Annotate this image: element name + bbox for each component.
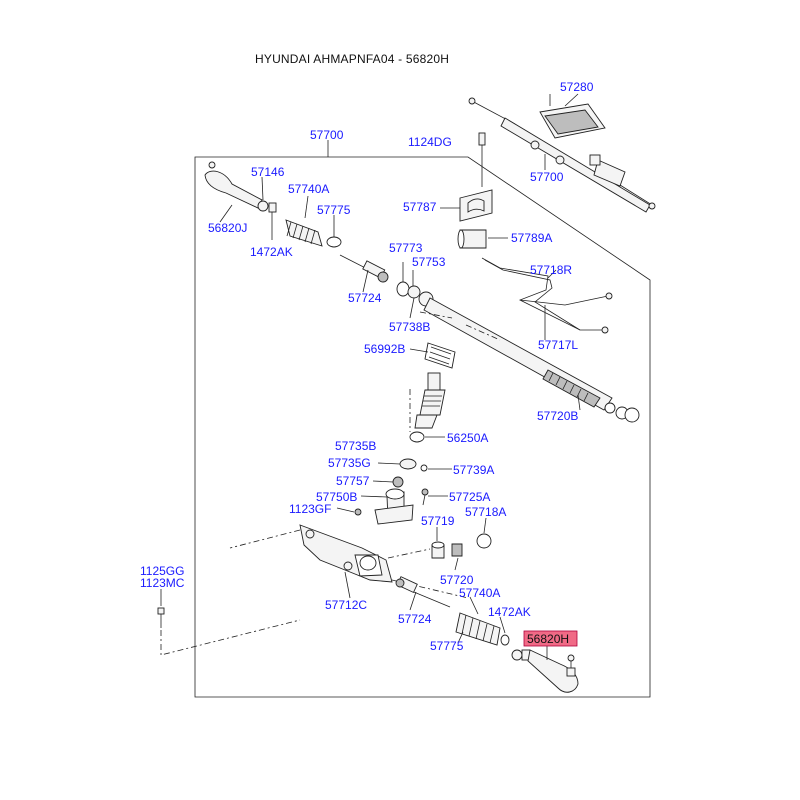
label-57724-top[interactable]: 57724 xyxy=(348,291,382,305)
label-1472ak-top[interactable]: 1472AK xyxy=(250,245,293,259)
label-1472ak-bottom[interactable]: 1472AK xyxy=(488,605,531,619)
label-57757[interactable]: 57757 xyxy=(336,474,370,488)
mounting-bolt-group xyxy=(157,529,301,656)
rack-tube-group xyxy=(396,132,640,423)
label-57720b[interactable]: 57720B xyxy=(537,409,578,423)
label-56820h-highlighted[interactable]: 56820H xyxy=(527,632,569,646)
pinion-housing-group xyxy=(299,372,492,599)
label-56820j[interactable]: 56820J xyxy=(208,221,247,235)
label-56250a[interactable]: 56250A xyxy=(447,431,488,445)
label-57789a[interactable]: 57789A xyxy=(511,231,552,245)
label-57280[interactable]: 57280 xyxy=(560,80,594,94)
label-57775-top[interactable]: 57775 xyxy=(317,203,351,217)
label-57718a[interactable]: 57718A xyxy=(465,505,506,519)
label-57700-box[interactable]: 57700 xyxy=(310,128,344,142)
label-57735b[interactable]: 57735B xyxy=(335,439,376,453)
label-57724-bottom[interactable]: 57724 xyxy=(398,612,432,626)
label-57739a[interactable]: 57739A xyxy=(453,463,494,477)
label-57738b[interactable]: 57738B xyxy=(389,320,430,334)
label-57718r[interactable]: 57718R xyxy=(530,263,572,277)
assembly-frame xyxy=(194,156,651,698)
label-1123mc[interactable]: 1123MC xyxy=(140,576,185,590)
label-57775-bottom[interactable]: 57775 xyxy=(430,639,464,653)
label-1123gf[interactable]: 1123GF xyxy=(289,502,331,516)
label-57712c[interactable]: 57712C xyxy=(325,598,367,612)
label-57735g[interactable]: 57735G xyxy=(328,456,371,470)
label-57720[interactable]: 57720 xyxy=(440,573,474,587)
label-57717l[interactable]: 57717L xyxy=(538,338,578,352)
label-1124dg[interactable]: 1124DG xyxy=(408,135,452,149)
diagram-title: HYUNDAI AHMAPNFA04 - 56820H xyxy=(255,52,450,66)
overview-steering-gear xyxy=(468,93,656,213)
left-tie-rod-group xyxy=(204,161,389,293)
label-57719[interactable]: 57719 xyxy=(421,514,455,528)
right-tie-rod-group xyxy=(395,576,579,693)
label-57773[interactable]: 57773 xyxy=(389,241,423,255)
label-57753[interactable]: 57753 xyxy=(412,255,446,269)
label-56992b[interactable]: 56992B xyxy=(364,342,405,356)
label-57740a-top[interactable]: 57740A xyxy=(288,182,329,196)
label-57750b[interactable]: 57750B xyxy=(316,490,357,504)
label-1125gg[interactable]: 1125GG xyxy=(140,564,184,578)
label-57787[interactable]: 57787 xyxy=(403,200,437,214)
label-57146[interactable]: 57146 xyxy=(251,165,285,179)
label-57725a[interactable]: 57725A xyxy=(449,490,490,504)
highlight-box xyxy=(523,630,578,647)
label-57700-overview[interactable]: 57700 xyxy=(530,170,564,184)
label-57740a-bottom[interactable]: 57740A xyxy=(459,586,500,600)
